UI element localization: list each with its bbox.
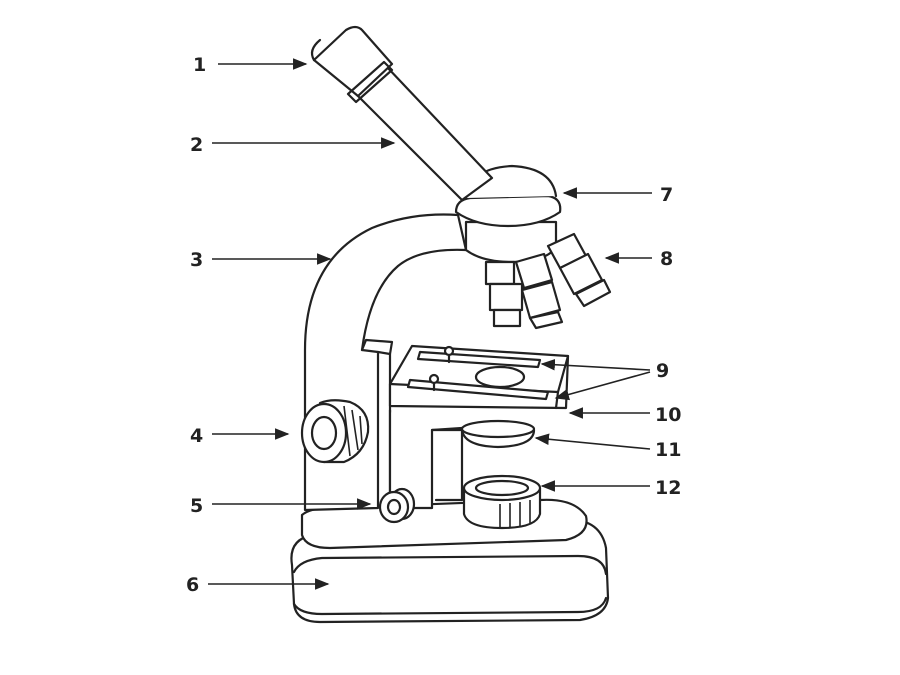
label-4-text: 4 bbox=[190, 425, 203, 447]
label-12-text: 12 bbox=[655, 477, 681, 499]
label-1: 1 bbox=[193, 54, 308, 76]
label-6-text: 6 bbox=[186, 574, 199, 596]
label-4: 4 bbox=[190, 425, 290, 447]
stage-clips-drawing bbox=[406, 345, 550, 401]
label-11-text: 11 bbox=[655, 439, 681, 461]
label-9: 9 bbox=[540, 358, 669, 401]
label-8: 8 bbox=[604, 248, 673, 270]
label-7-text: 7 bbox=[660, 184, 673, 206]
eyepiece-drawing bbox=[310, 25, 394, 104]
label-9-text: 9 bbox=[656, 360, 669, 382]
label-2: 2 bbox=[190, 134, 396, 156]
label-5: 5 bbox=[190, 495, 372, 517]
coarse-focus-knob-drawing bbox=[300, 399, 370, 464]
fine-focus-knob-drawing bbox=[378, 487, 416, 524]
label-10-text: 10 bbox=[655, 404, 681, 426]
label-1-text: 1 bbox=[193, 54, 206, 76]
label-3: 3 bbox=[190, 249, 332, 271]
label-3-text: 3 bbox=[190, 249, 203, 271]
diaphragm-drawing bbox=[460, 419, 536, 449]
label-12: 12 bbox=[540, 477, 681, 499]
label-11: 11 bbox=[534, 433, 681, 461]
label-8-text: 8 bbox=[660, 248, 673, 270]
label-6: 6 bbox=[186, 574, 330, 596]
objectives-drawing bbox=[484, 232, 612, 330]
label-10: 10 bbox=[568, 404, 681, 426]
label-11-arrow bbox=[534, 433, 651, 450]
label-5-text: 5 bbox=[190, 495, 203, 517]
label-9-arrow-lower bbox=[554, 371, 651, 401]
label-2-text: 2 bbox=[190, 134, 203, 156]
label-7: 7 bbox=[562, 184, 673, 206]
light-source-drawing bbox=[462, 474, 542, 530]
microscope-drawing bbox=[290, 25, 612, 624]
label-9-arrow-upper bbox=[540, 358, 651, 371]
